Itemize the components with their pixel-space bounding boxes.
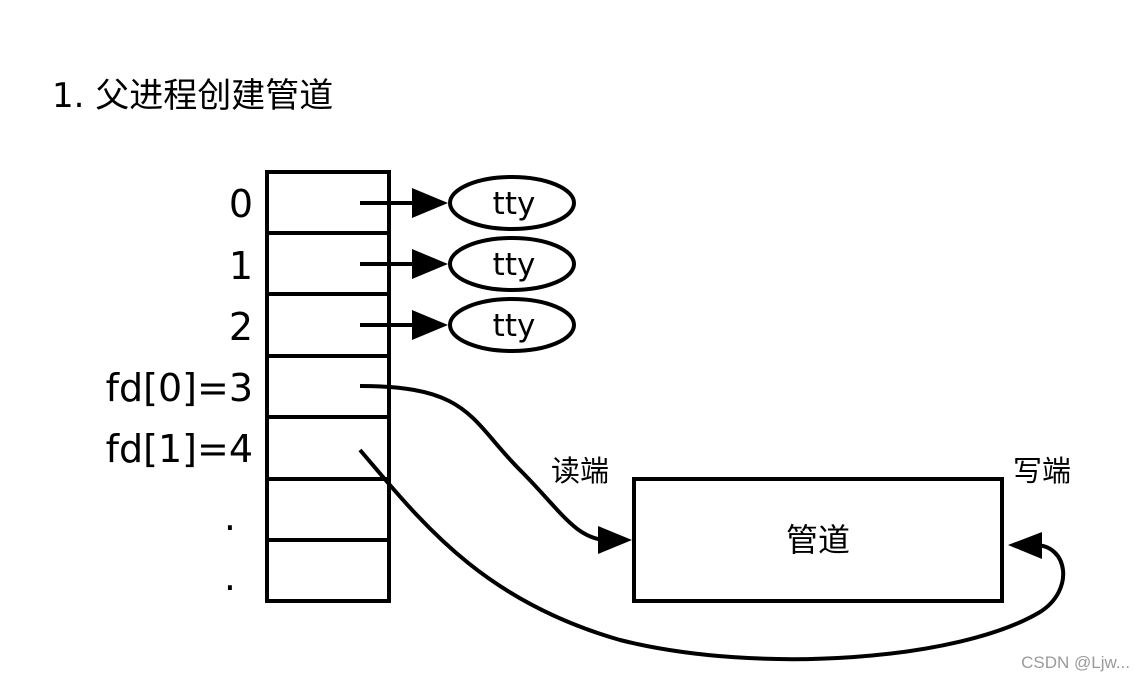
arrowhead-icon (412, 249, 448, 279)
arrowhead-icon (412, 310, 448, 340)
watermark: CSDN @Ljw... (1021, 653, 1130, 672)
fd-label-dot-2: . (224, 555, 236, 599)
read-end-curve (359, 384, 606, 542)
tty-label-0: tty (493, 186, 536, 222)
write-end-label: 写端 (1013, 454, 1071, 488)
tty-node-0 (448, 175, 576, 231)
pipe-label: 管道 (786, 521, 850, 559)
write-end-arrowhead-icon (1008, 532, 1042, 559)
read-end-arrowhead-icon (598, 526, 632, 554)
tty-arrowheads (412, 188, 448, 340)
tty-label-1: tty (493, 247, 536, 283)
read-end-label: 读端 (551, 454, 609, 488)
fd-label-1: 1 (229, 244, 253, 288)
pipe-box (632, 477, 1004, 603)
fd-label-4: fd[1]=4 (106, 427, 253, 471)
tty-node-2 (448, 297, 576, 353)
fd-labels: 0 1 2 fd[0]=3 fd[1]=4 . . (106, 182, 253, 599)
fd-label-dot-1: . (224, 495, 236, 539)
fd-label-2: 2 (229, 305, 253, 349)
fd-label-0: 0 (229, 182, 253, 226)
tty-node-1 (448, 236, 576, 292)
tty-nodes: tty tty tty (448, 175, 576, 353)
pipe: 管道 (632, 477, 1004, 603)
tty-label-2: tty (493, 308, 536, 344)
fd-label-3: fd[0]=3 (106, 366, 253, 410)
diagram-title: 1. 父进程创建管道 (52, 76, 334, 116)
arrowhead-icon (412, 188, 448, 218)
write-end-curve (358, 448, 1066, 662)
